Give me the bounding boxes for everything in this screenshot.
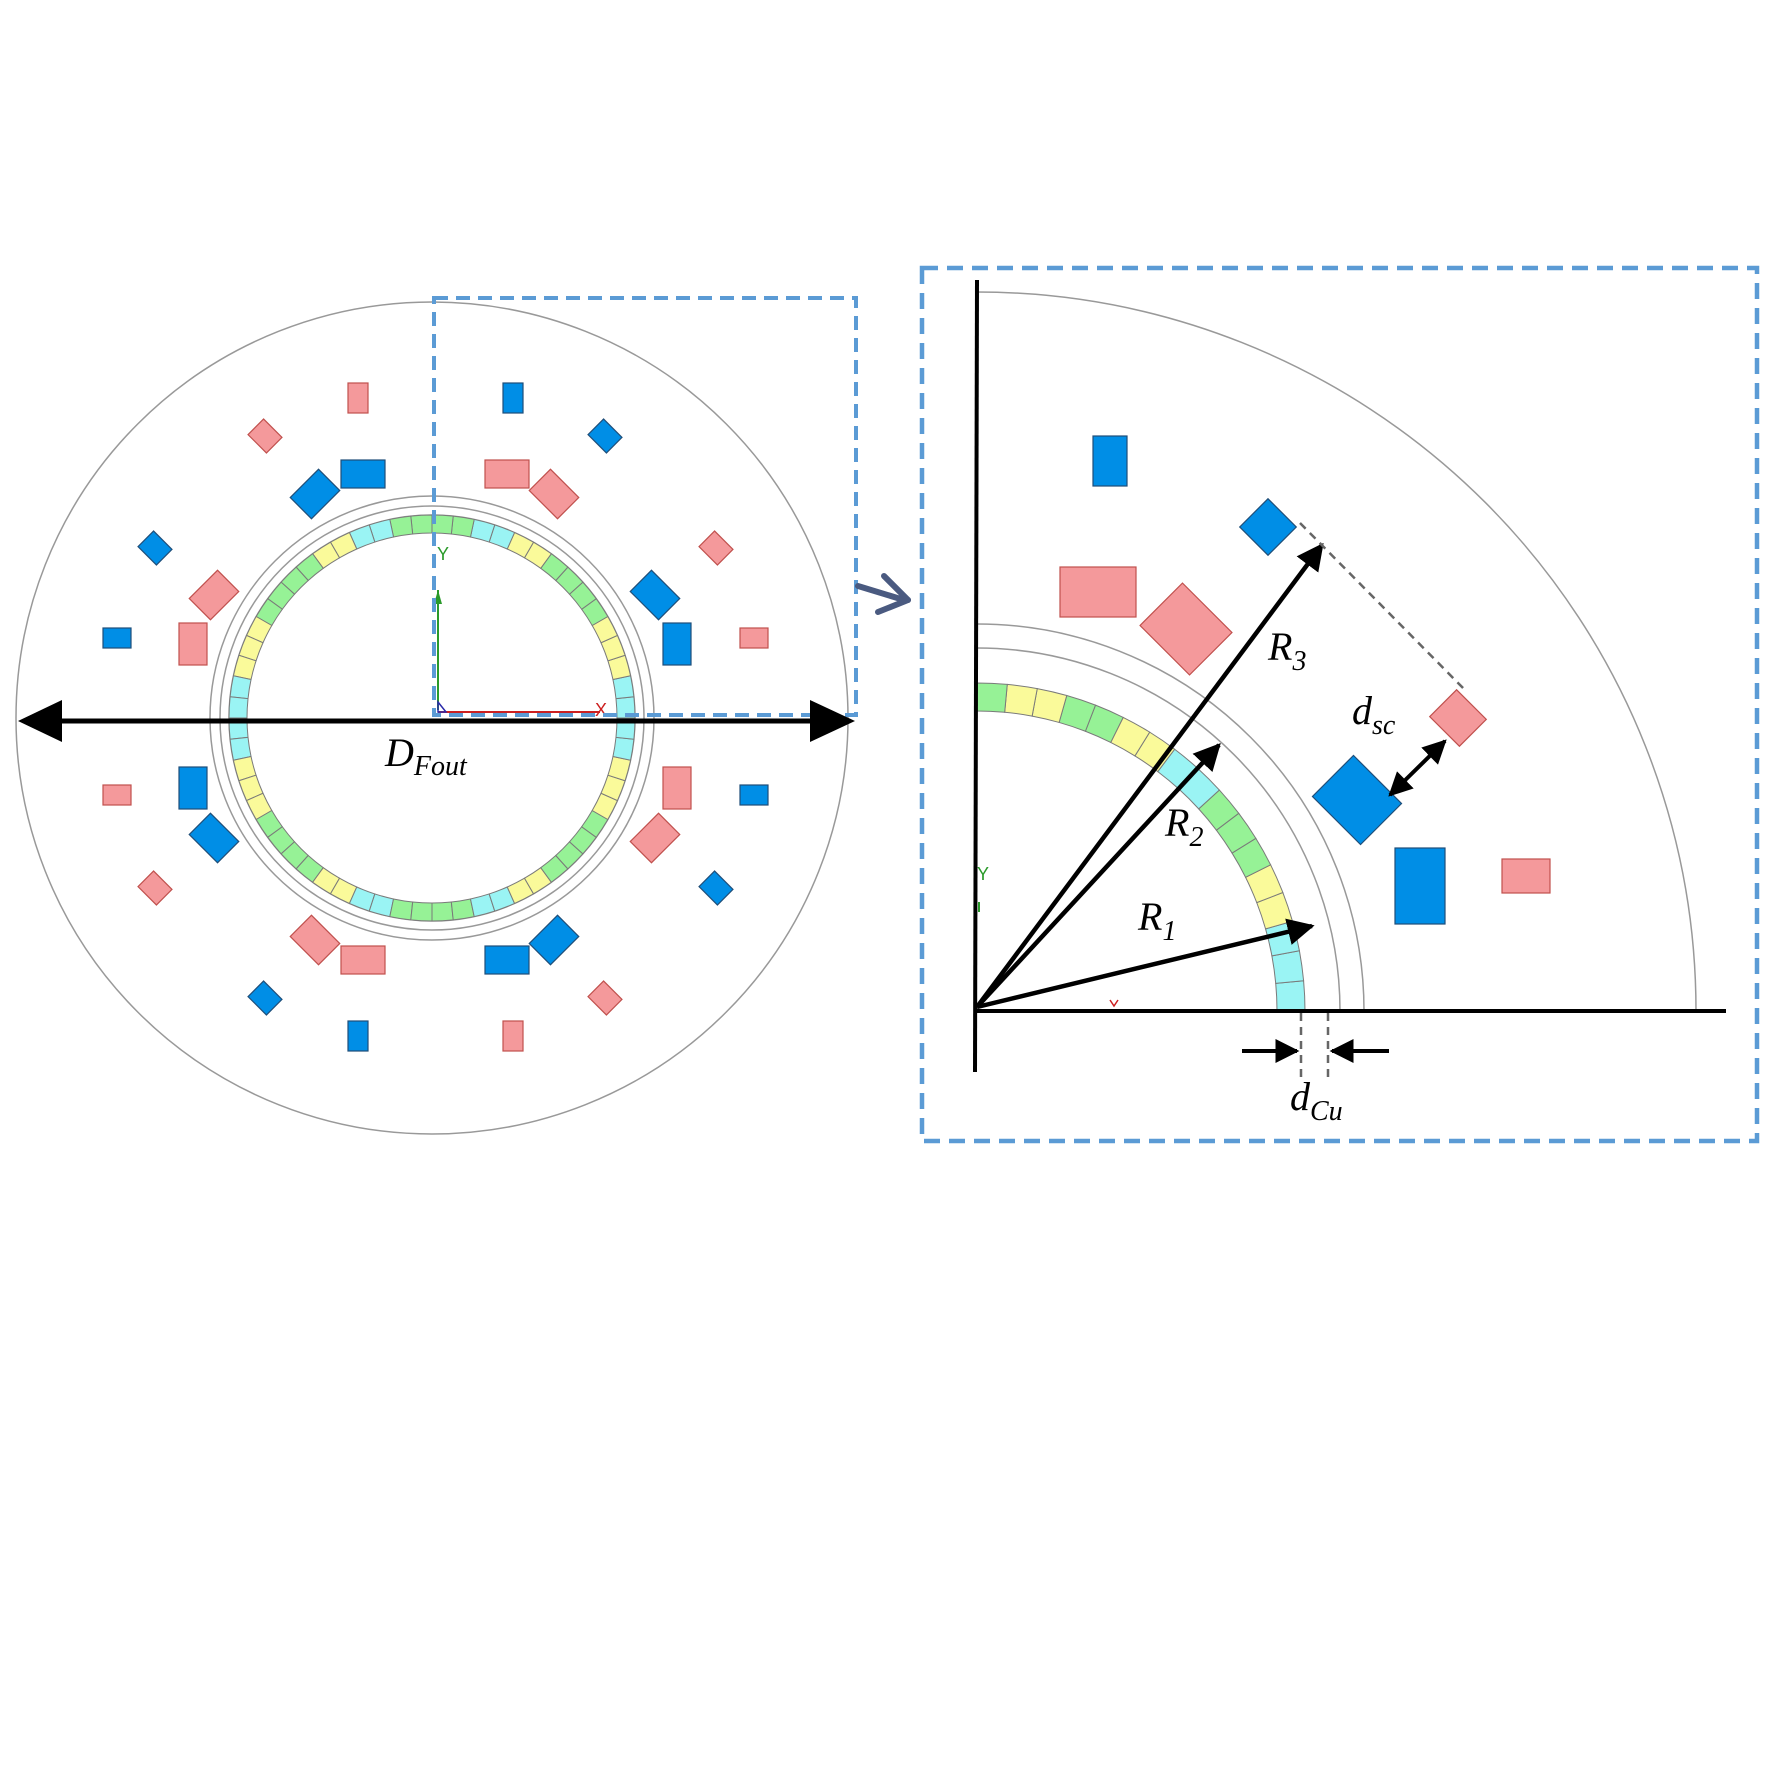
- zoomed-quadrant-view: Y R1 R2 R3 dsc: [919, 265, 1760, 1144]
- shield-ring-outer-arc: [976, 623, 1365, 1012]
- y-axis-line: [973, 279, 979, 1073]
- outer-diameter-dimension: DFout: [18, 700, 855, 782]
- ring-segment: [612, 736, 635, 761]
- blue-conductor-block: [484, 945, 530, 975]
- dsc-label: dsc: [1352, 688, 1396, 741]
- full-cross-section-view: Y X DFout: [15, 296, 858, 1135]
- blue-conductor-block: [1238, 497, 1298, 557]
- blue-conductor-block: [102, 627, 132, 649]
- r3-label: R3: [1267, 624, 1306, 677]
- ring-segment: [410, 514, 433, 535]
- red-conductor-block: [528, 468, 580, 520]
- blue-conductor-block: [629, 569, 681, 621]
- blue-conductor-block: [1394, 847, 1446, 925]
- blue-conductor-block: [698, 870, 734, 906]
- red-conductor-block: [1501, 858, 1551, 894]
- ring-segment: [1275, 980, 1306, 1012]
- blue-conductor-block: [340, 459, 386, 489]
- blue-conductor-block: [289, 468, 341, 520]
- red-conductor-block: [1139, 582, 1233, 676]
- red-conductor-block: [1428, 688, 1488, 748]
- red-conductor-block: [340, 945, 386, 975]
- blue-conductor-block: [528, 914, 580, 966]
- blue-conductor-block: [137, 530, 173, 566]
- coordinate-triad: Y X: [434, 544, 607, 720]
- ring-segment: [410, 901, 433, 922]
- red-conductor-block: [188, 569, 240, 621]
- ring-segment: [228, 696, 249, 719]
- d-fout-label: DFout: [384, 730, 468, 782]
- red-conductor-block: [629, 812, 681, 864]
- y-axis-label: Y: [437, 544, 449, 564]
- shield-ring-inner-arc: [976, 647, 1341, 1012]
- radius-arrows: [975, 542, 1324, 1010]
- red-conductor-block: [587, 980, 623, 1016]
- blue-conductor-block: [188, 812, 240, 864]
- zoom-region-frame: [432, 296, 858, 717]
- ring-segment: [431, 901, 454, 922]
- red-conductor-block: [502, 1020, 524, 1052]
- red-conductor-block: [137, 870, 173, 906]
- ring-segment: [976, 682, 1008, 713]
- r2-arrow: [975, 743, 1221, 1009]
- superconductor-blocks: [102, 382, 769, 1052]
- zoomed-view-frame: [919, 265, 1760, 1144]
- dcu-label: dCu: [1290, 1074, 1343, 1127]
- red-conductor-block: [1059, 566, 1137, 618]
- zoom-connector-arrow: [855, 573, 911, 615]
- r1-arrow: [976, 918, 1315, 1010]
- red-conductor-block: [698, 530, 734, 566]
- ring-segment: [1271, 950, 1305, 984]
- ring-segment: [229, 675, 252, 700]
- blue-conductor-block: [178, 766, 208, 810]
- red-conductor-block: [662, 766, 692, 810]
- red-conductor-block: [289, 914, 341, 966]
- red-conductor-block: [178, 622, 208, 666]
- blue-conductor-block: [247, 980, 283, 1016]
- blue-conductor-block: [347, 1020, 369, 1052]
- shield-ring-inner: [219, 505, 645, 931]
- r1-label: R1: [1137, 894, 1176, 947]
- ring-segment: [389, 898, 414, 921]
- blue-conductor-block: [662, 622, 692, 666]
- r3-arrow: [975, 542, 1324, 1009]
- blue-conductor-block: [739, 784, 769, 806]
- red-conductor-block: [247, 418, 283, 454]
- blue-conductor-block: [1311, 754, 1403, 846]
- zoom-y-axis-label: Y: [977, 864, 989, 884]
- red-conductor-block: [102, 784, 132, 806]
- red-conductor-block: [484, 459, 530, 489]
- ring-segment: [1004, 683, 1038, 717]
- dcu-dimension: dCu: [1242, 1013, 1389, 1127]
- blue-conductor-block: [1092, 435, 1128, 487]
- blue-conductor-block: [502, 382, 524, 414]
- copper-conductor-ring-quadrant: [976, 682, 1306, 1012]
- superconductor-blocks-quadrant: [1059, 435, 1551, 925]
- ring-segment: [450, 515, 475, 538]
- copper-conductor-ring: [228, 514, 636, 922]
- outer-boundary-arc: [976, 291, 1697, 1012]
- r2-label: R2: [1164, 800, 1203, 853]
- red-conductor-block: [739, 627, 769, 649]
- blue-conductor-block: [587, 418, 623, 454]
- dsc-dimension: dsc: [1299, 522, 1466, 797]
- red-conductor-block: [347, 382, 369, 414]
